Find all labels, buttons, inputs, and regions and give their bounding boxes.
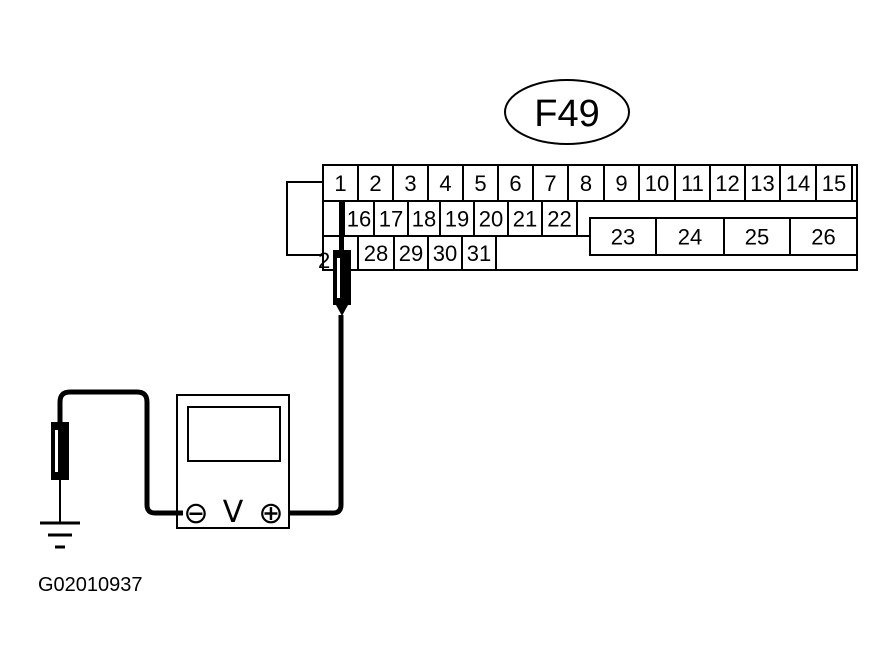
pin-label: 26 <box>811 225 835 250</box>
pin-label: 24 <box>678 225 702 250</box>
meter-positive-terminal: ⊕ <box>258 496 283 531</box>
pin-label: 3 <box>404 171 416 196</box>
pin-label: 10 <box>645 171 669 196</box>
meter-function-symbol: V <box>223 495 244 530</box>
pin-label: 16 <box>347 207 371 232</box>
pin-label: 22 <box>547 207 571 232</box>
pin-label: 12 <box>715 171 739 196</box>
pin-cell <box>789 217 858 256</box>
pin-row-2-wide: 23 24 25 26 <box>589 217 858 256</box>
pin-partial-label: 2 <box>318 248 330 273</box>
pin-label: 21 <box>513 207 537 232</box>
pin-label: 19 <box>445 207 469 232</box>
connector-name: F49 <box>534 93 599 135</box>
pin-label: 8 <box>580 171 592 196</box>
figure-code: G02010937 <box>38 574 143 596</box>
probe-positive <box>333 200 351 316</box>
connector-label-oval <box>504 79 630 145</box>
pin-cell <box>815 164 853 202</box>
wire-negative <box>57 389 183 516</box>
wire-positive <box>285 315 344 516</box>
pin-label: 20 <box>479 207 503 232</box>
pin-label: 18 <box>412 207 436 232</box>
pin-label: 1 <box>334 171 346 196</box>
probe-ground <box>51 422 69 522</box>
pin-label: 2 <box>369 171 381 196</box>
pin-label: 23 <box>611 225 635 250</box>
pin-label: 4 <box>439 171 451 196</box>
pin-cell <box>461 235 497 271</box>
pin-row-3: 28 29 30 31 <box>357 235 497 271</box>
pin-label: 17 <box>379 207 403 232</box>
pin-label: 7 <box>544 171 556 196</box>
voltmeter: V ⊖ ⊕ <box>176 394 290 531</box>
ground-icon <box>40 521 80 549</box>
pin-label: 6 <box>509 171 521 196</box>
pin-label: 31 <box>467 241 491 266</box>
pin-label: 15 <box>822 171 846 196</box>
pin-label: 11 <box>681 171 704 196</box>
pin-label: 13 <box>750 171 774 196</box>
pin-label: 5 <box>474 171 486 196</box>
pin-label: 14 <box>786 171 810 196</box>
pin-label: 25 <box>745 225 769 250</box>
pin-label: 28 <box>364 241 388 266</box>
pin-label: 29 <box>399 241 423 266</box>
pin-label: 30 <box>433 241 457 266</box>
meter-display <box>187 406 281 462</box>
pin-cell <box>541 200 578 237</box>
pin-label: 9 <box>615 171 627 196</box>
meter-negative-terminal: ⊖ <box>183 496 208 531</box>
pin-row-2: 16 17 18 19 20 21 22 <box>343 200 578 237</box>
